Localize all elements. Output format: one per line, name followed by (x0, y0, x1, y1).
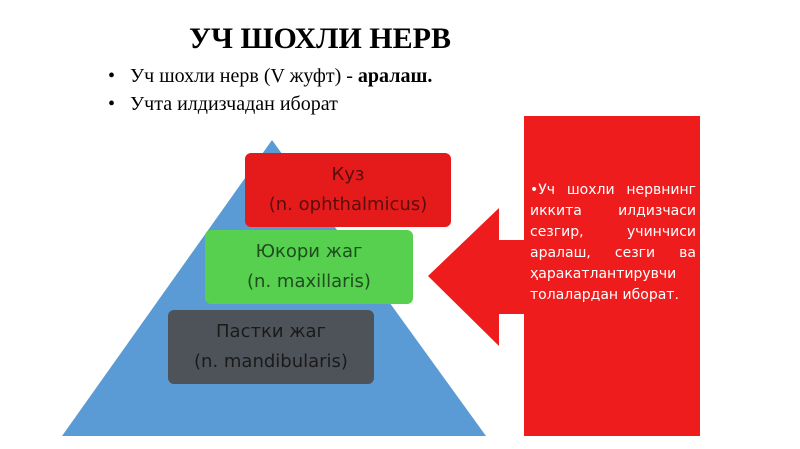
branch-maxillary-latin: (n. maxillaris) (247, 271, 371, 292)
bullet-item: • Уч шохли нерв (V жуфт) - аралаш. (108, 62, 432, 90)
bullet-item: • Учта илдизчадан иборат (108, 90, 432, 118)
branch-ophthalmic-latin: (n. ophthalmicus) (268, 194, 428, 215)
branch-maxillary-box: Юкори жаг (n. maxillaris) (205, 230, 413, 304)
branch-mandibular-name: Пастки жаг (216, 321, 326, 342)
callout-arrow (428, 116, 700, 436)
branch-maxillary-name: Юкори жаг (255, 241, 363, 262)
bullet-marker: • (108, 93, 116, 115)
callout-note: •Уч шохли нервнинг иккита илдизчаси сезг… (530, 182, 696, 303)
bullet-text: Учта илдизчадан иборат (130, 93, 338, 115)
bullet-text: Уч шохли нерв (V жуфт) - (130, 65, 358, 87)
branch-ophthalmic-box: Куз (n. ophthalmicus) (245, 153, 451, 227)
bullet-bold-text: аралаш. (357, 65, 433, 87)
slide-title: УЧ ШОХЛИ НЕРВ (188, 22, 451, 55)
bullet-marker: • (108, 65, 116, 87)
branch-ophthalmic-name: Куз (331, 164, 365, 185)
bullet-list: • Уч шохли нерв (V жуфт) - аралаш. • Учт… (108, 62, 432, 118)
branch-mandibular-latin: (n. mandibularis) (194, 351, 348, 372)
branch-mandibular-box: Пастки жаг (n. mandibularis) (168, 310, 374, 384)
